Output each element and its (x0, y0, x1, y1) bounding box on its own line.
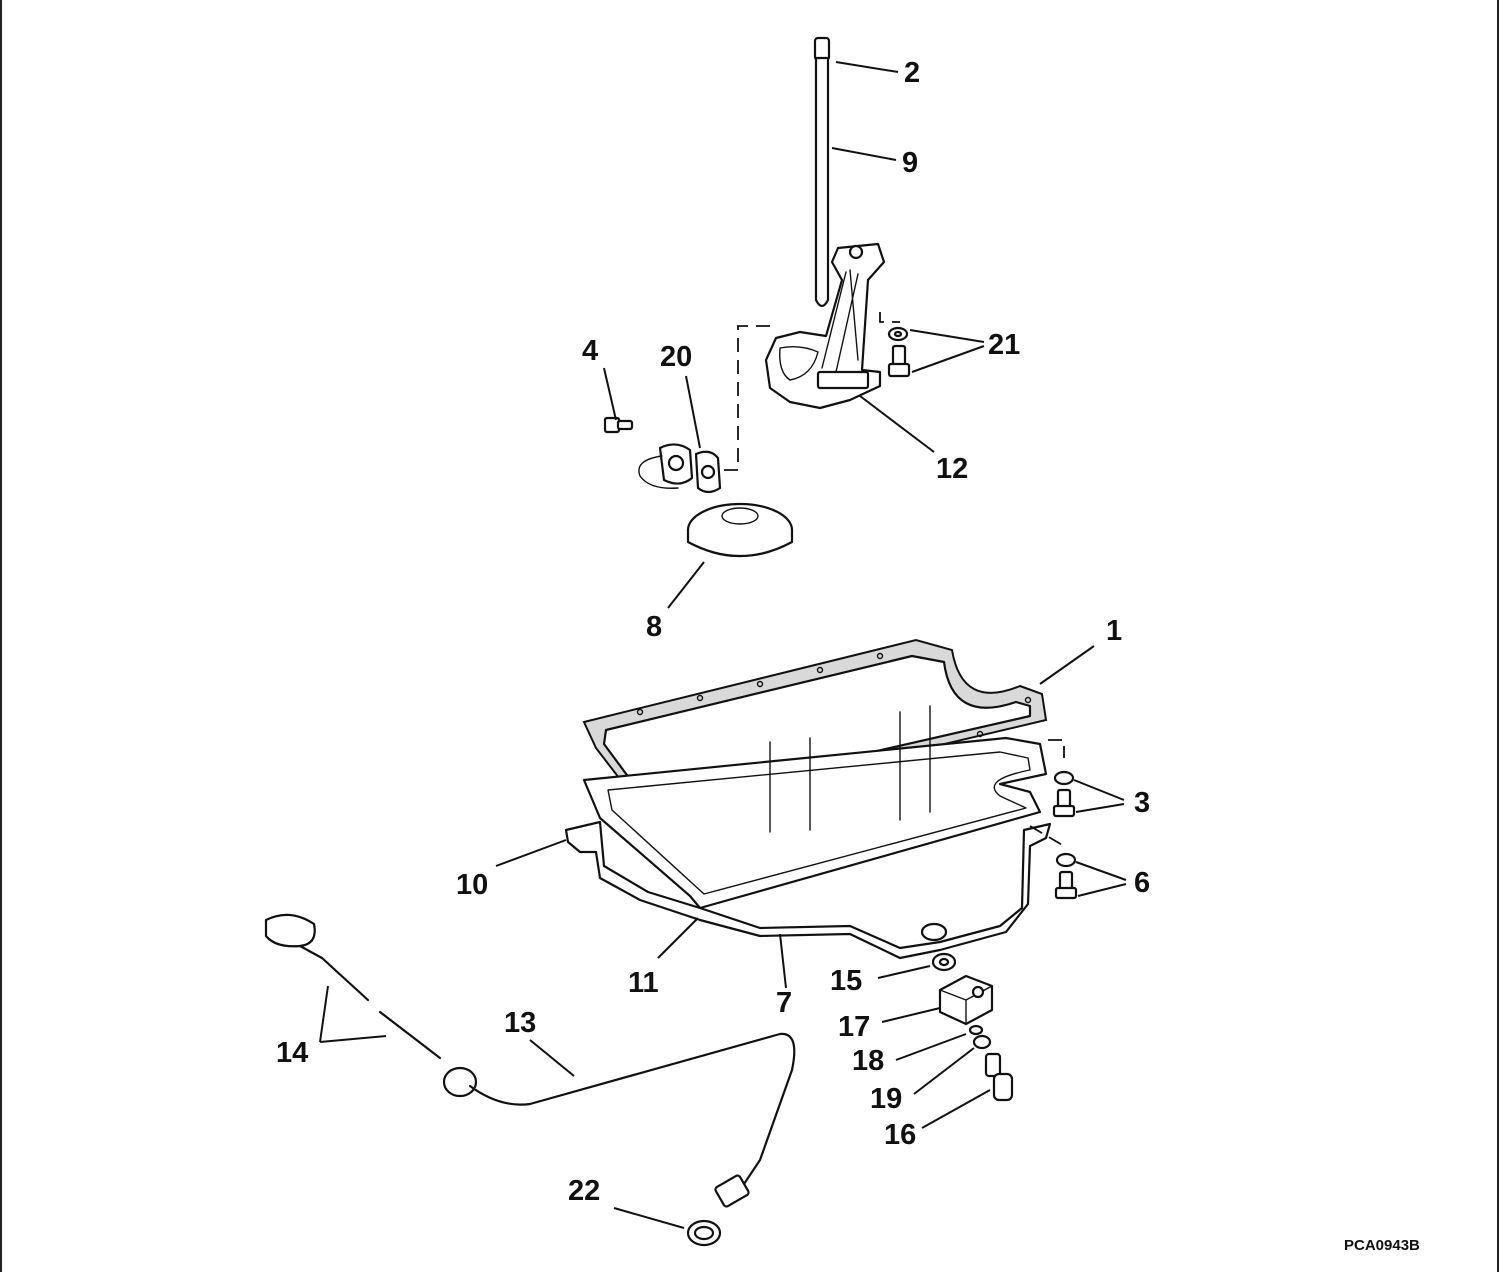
part-4-bolt (603, 416, 634, 434)
left-page-edge (0, 0, 2, 1272)
callout-20: 20 (660, 341, 692, 373)
part-18-washer (968, 1024, 984, 1036)
part-10-oil-pan (564, 705, 1052, 960)
callout-7: 7 (776, 987, 792, 1019)
callout-11: 11 (628, 967, 659, 999)
part-21-washer-bolt (887, 326, 911, 378)
callout-18: 18 (852, 1045, 884, 1077)
part-3-washer-bolt (1052, 770, 1076, 818)
callout-9: 9 (902, 147, 918, 179)
part-8-pickup-screen (686, 502, 794, 558)
callout-1: 1 (1106, 615, 1122, 647)
part-20-gaskets (638, 443, 722, 494)
part-9-suction-tube (814, 56, 830, 308)
assembly-line-bolt6 (1029, 825, 1065, 847)
callout-10: 10 (456, 869, 488, 901)
part-17-adapter (938, 974, 994, 1026)
part-22-o-ring (686, 1219, 722, 1247)
leader-lines (319, 61, 1127, 1229)
callout-19: 19 (870, 1083, 902, 1115)
part-15-washer (931, 952, 957, 972)
callout-4: 4 (582, 335, 598, 367)
callout-21: 21 (988, 329, 1020, 361)
callout-16: 16 (884, 1119, 916, 1151)
callout-6: 6 (1134, 867, 1150, 899)
part-16-sender (984, 1052, 1014, 1102)
callout-8: 8 (646, 611, 662, 643)
assembly-line-pump (716, 325, 770, 471)
part-12-oil-pump (764, 242, 886, 410)
part-19-washer (972, 1034, 992, 1050)
callout-22: 22 (568, 1175, 600, 1207)
part-2-tube-cap (813, 36, 831, 62)
callout-15: 15 (830, 965, 862, 997)
right-page-edge (1497, 0, 1499, 1272)
part-14-dipstick (264, 913, 442, 1060)
callout-13: 13 (504, 1007, 536, 1039)
callout-14: 14 (276, 1037, 308, 1069)
assembly-line-bolt21 (879, 312, 900, 323)
callout-2: 2 (904, 57, 920, 89)
callout-17: 17 (838, 1011, 870, 1043)
callout-3: 3 (1134, 787, 1150, 819)
callout-12: 12 (936, 453, 968, 485)
part-13-dipstick-tube (442, 1032, 796, 1208)
part-6-washer-bolt (1054, 852, 1078, 900)
figure-id-label: PCA0943B (1344, 1237, 1420, 1254)
assembly-line-bolt3 (1048, 739, 1065, 758)
